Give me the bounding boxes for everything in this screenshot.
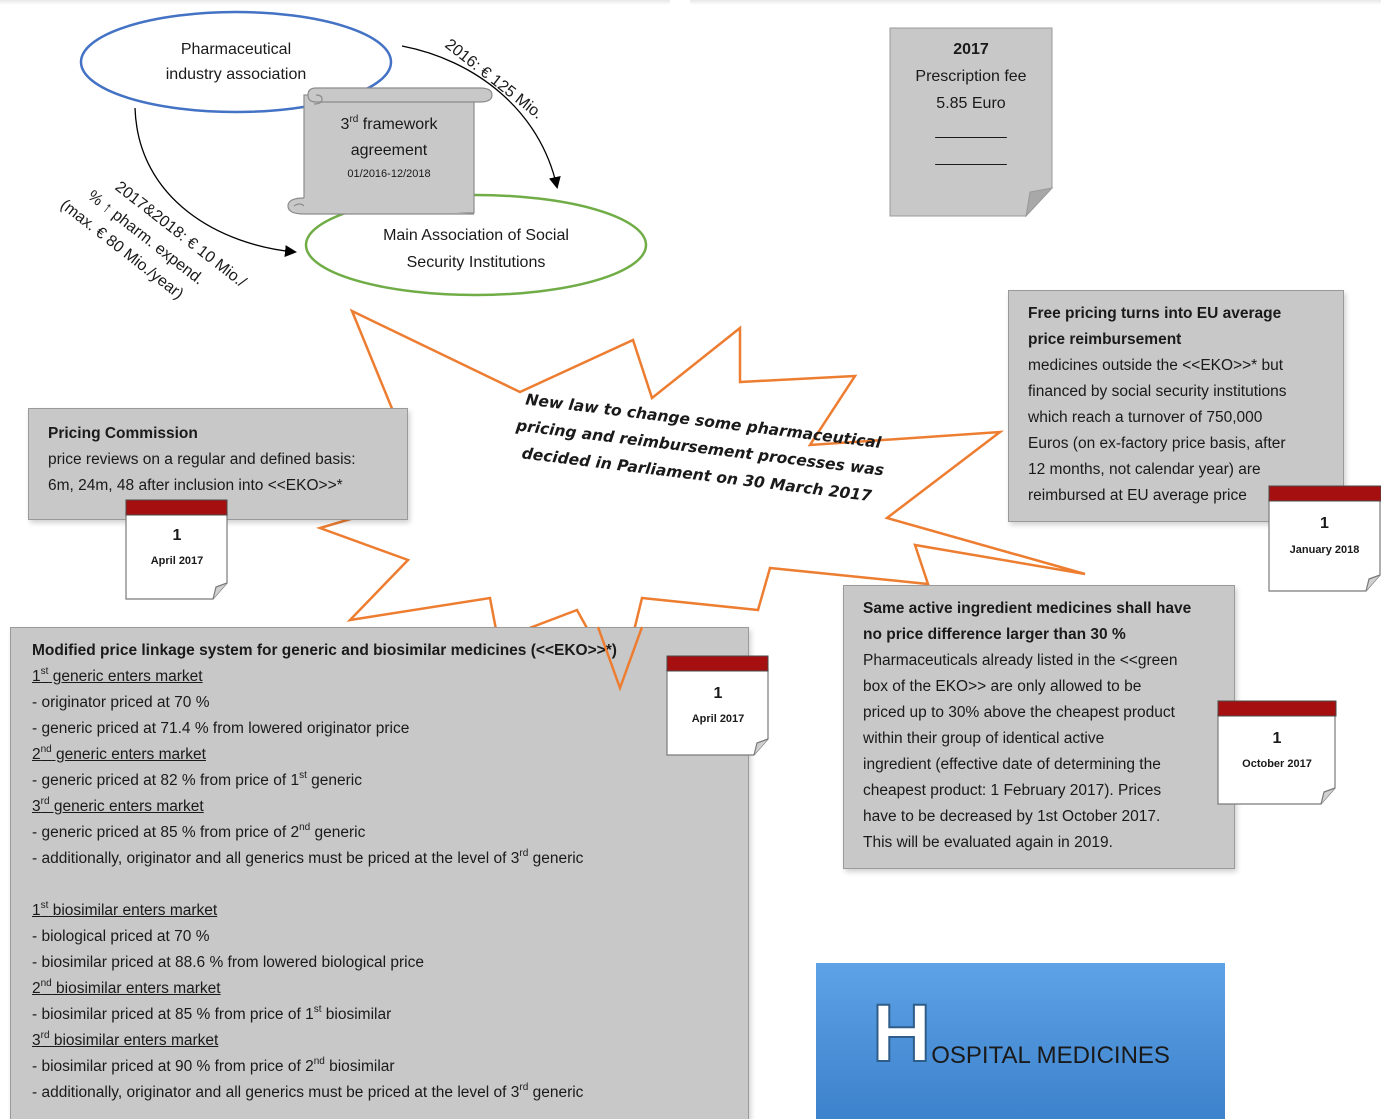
calendar-day: 1: [172, 527, 182, 544]
linkage-line: - biosimilar priced at 90 % from price o…: [32, 1055, 395, 1075]
industry-oval: [79, 10, 393, 114]
calendar-icon: [666, 655, 769, 756]
linkage-line: - biosimilar priced at 88.6 % from lower…: [32, 954, 424, 971]
active-ingredient-line: ingredient (effective date of determinin…: [863, 756, 1161, 773]
linkage-line: - generic priced at 85 % from price of 2…: [32, 821, 366, 841]
calendar-day: 1: [1272, 730, 1282, 747]
scroll-label: 3rd framework agreement 01/2016-12/2018: [306, 112, 472, 184]
linkage-line: - additionally, originator and all gener…: [32, 847, 584, 867]
pricing-commission-line2: 6m, 24m, 48 after inclusion into <<EKO>>…: [48, 477, 343, 494]
calendar-linkage: 1 April 2017: [666, 655, 770, 756]
linkage-heading-biosimilar-3: 3rd biosimilar enters market: [32, 1029, 219, 1049]
hospital-initial: H: [871, 988, 932, 1079]
linkage-heading-generic-3: 3rd generic enters market: [32, 795, 204, 815]
linkage-heading-biosimilar-1: 1st biosimilar enters market: [32, 899, 218, 919]
eu-average-line: medicines outside the <<EKO>>* but: [1028, 357, 1284, 374]
agreement-scroll: [287, 87, 493, 215]
starburst-shape: [306, 308, 1086, 692]
active-ingredient-title2: no price difference larger than 30 %: [863, 626, 1126, 643]
scroll-line1: 3rd framework: [340, 113, 438, 133]
pricing-commission-box: Pricing Commission price reviews on a re…: [28, 408, 408, 520]
calendar-month: January 2018: [1289, 544, 1360, 556]
calendar-icon: [125, 499, 228, 600]
active-ingredient-line: cheapest product: 1 February 2017). Pric…: [863, 782, 1162, 799]
top-rule-left: [0, 0, 670, 5]
calendar-month: April 2017: [150, 555, 204, 567]
pricing-commission-line1: price reviews on a regular and defined b…: [48, 451, 356, 468]
linkage-line: - additionally, originator and all gener…: [32, 1081, 584, 1101]
active-ingredient-line: priced up to 30% above the cheapest prod…: [863, 704, 1175, 721]
linkage-heading-generic-2: 2nd generic enters market: [32, 743, 206, 763]
active-ingredient-line: Pharmaceuticals already listed in the <<…: [863, 652, 1178, 669]
hospital-rest: OSPITAL MEDICINES: [931, 1042, 1170, 1069]
linkage-heading-biosimilar-2: 2nd biosimilar enters market: [32, 977, 221, 997]
linkage-line: - biosimilar priced at 85 % from price o…: [32, 1003, 392, 1023]
active-ingredient-line: have to be decreased by 1st October 2017…: [863, 808, 1161, 825]
calendar-day: 1: [713, 685, 723, 702]
linkage-heading-generic-1: 1st generic enters market: [32, 665, 203, 685]
eu-average-box: Free pricing turns into EU average price…: [1008, 290, 1344, 522]
eu-average-title2: price reimbursement: [1028, 331, 1182, 348]
active-ingredient-line: box of the EKO>> are only allowed to be: [863, 678, 1142, 695]
fee-title: Prescription fee: [915, 68, 1027, 85]
linkage-line: - biological priced at 70 %: [32, 928, 210, 945]
fee-value: 5.85 Euro: [936, 95, 1006, 112]
calendar-icon: [1268, 485, 1381, 592]
hospital-title: HOSPITAL MEDICINES: [871, 992, 1170, 1076]
eu-average-line: 12 months, not calendar year) are: [1028, 461, 1261, 478]
calendar-day: 1: [1320, 515, 1329, 532]
active-ingredient-line: within their group of identical active: [863, 730, 1105, 747]
price-linkage-title: Modified price linkage system for generi…: [32, 642, 617, 659]
linkage-line: - generic priced at 82 % from price of 1…: [32, 769, 363, 789]
fee-blank-1: ________: [935, 122, 1007, 139]
fee-blank-2: ________: [935, 149, 1007, 166]
scroll-line3: 01/2016-12/2018: [347, 168, 431, 180]
active-ingredient-line: This will be evaluated again in 2019.: [863, 834, 1113, 851]
calendar-active-ingredient: 1 October 2017: [1217, 700, 1337, 805]
pricing-commission-title: Pricing Commission: [48, 425, 198, 442]
scroll-line2: agreement: [350, 142, 428, 159]
active-ingredient-title1: Same active ingredient medicines shall h…: [863, 600, 1192, 617]
fee-note: 2017 Prescription fee 5.85 Euro ________…: [890, 36, 1052, 171]
eu-average-line: which reach a turnover of 750,000: [1028, 409, 1263, 426]
calendar-month: October 2017: [1242, 758, 1312, 770]
price-linkage-box: Modified price linkage system for generi…: [10, 627, 749, 1119]
fee-year: 2017: [953, 41, 989, 58]
eu-average-title1: Free pricing turns into EU average: [1028, 305, 1282, 322]
eu-average-line: reimbursed at EU average price: [1028, 487, 1247, 504]
social-label-line1: Main Association of Social: [383, 227, 569, 244]
industry-label: Pharmaceutical industry association: [140, 37, 332, 87]
linkage-line: - originator priced at 70 %: [32, 694, 210, 711]
eu-average-line: financed by social security institutions: [1028, 383, 1287, 400]
linkage-spacer: [32, 872, 748, 898]
social-security-oval: [304, 193, 648, 297]
social-label-line2: Security Institutions: [406, 254, 546, 271]
top-rule-right: [690, 0, 1381, 5]
calendar-pricing-commission: 1 April 2017: [125, 499, 229, 600]
arrow-industry-to-social-top: [401, 45, 561, 189]
eu-average-line: Euros (on ex-factory price basis, after: [1028, 435, 1286, 452]
social-label: Main Association of Social Security Inst…: [345, 222, 607, 276]
calendar-eu-average: 1 January 2018: [1268, 485, 1381, 592]
industry-label-line1: Pharmaceutical: [180, 41, 292, 58]
calendar-icon: [1217, 700, 1337, 805]
active-ingredient-box: Same active ingredient medicines shall h…: [843, 585, 1235, 869]
industry-label-line2: industry association: [165, 66, 307, 83]
fee-note-fold: [1025, 187, 1054, 218]
linkage-line: - generic priced at 71.4 % from lowered …: [32, 720, 410, 737]
calendar-month: April 2017: [691, 713, 745, 725]
arrow-industry-to-social-left: [134, 107, 297, 258]
hospital-box-bg: [816, 963, 1225, 1119]
